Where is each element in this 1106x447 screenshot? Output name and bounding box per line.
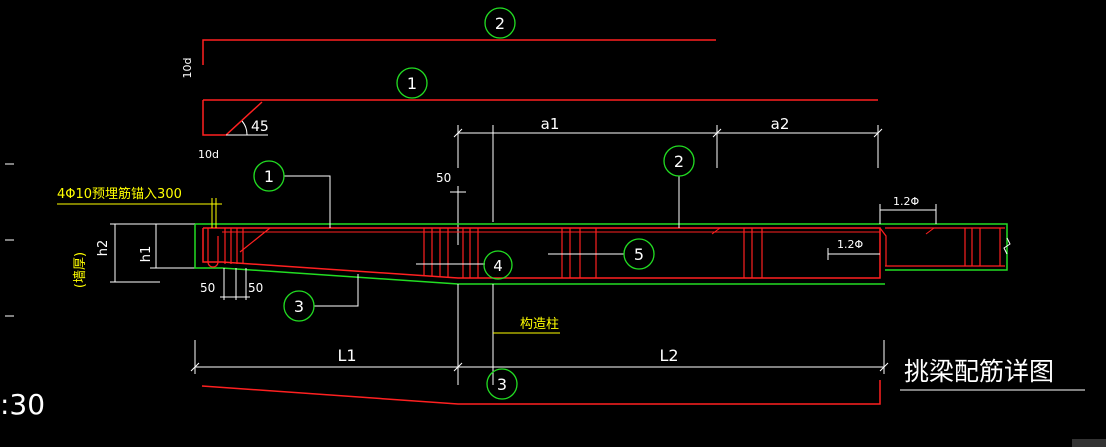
extension-end-hook [879,227,887,266]
bar3-beam-marker-number: 3 [294,297,304,316]
bar1-hook [202,100,263,136]
corner-indicator [1072,439,1106,447]
beam-body [194,198,1011,285]
extension-stirrups [964,228,1001,266]
dim-L1-label: L1 [337,346,356,365]
bottom-dimension-L [190,340,889,374]
bend-angle-arc [241,120,248,136]
embedded-bars-label: 4Φ10预埋筋锚入300 [57,186,182,202]
embedded-u-bar-1 [207,228,219,268]
beam-hook-diag-right [711,227,721,235]
beam-hook-diag [239,227,271,253]
construction-column-label: 构造柱 [520,317,559,332]
dim-50-top [450,186,466,245]
left-edge-ticks [5,163,14,317]
bar1-beam-marker-number: 1 [264,167,274,186]
bar1-detail: 45 10d 1 [198,67,878,161]
dim-a1-label: a1 [541,115,560,133]
stirrups-group-5 [561,228,763,278]
break-mark [1003,237,1011,255]
drawing-title: 挑梁配筋详图 [904,357,1054,386]
wall-thickness-label: (墙厚) [73,252,88,288]
dim-50-top-label: 50 [436,171,451,185]
bar2-shape [202,39,716,65]
extension-diag [925,227,935,235]
spacing-top-label: 1.2Φ [893,195,919,208]
spacing-mid-dim [827,248,880,260]
dim-50-bottom [220,268,250,300]
dim-a2-label: a2 [771,115,790,133]
top-dimension-a [453,125,883,222]
height-dimensions [110,223,195,283]
left-stirrups [224,228,244,264]
dim-50-left-label: 50 [200,281,215,295]
h2-label: h2 [96,240,111,257]
concrete-outline-left [194,224,885,285]
bend-angle-label: 45 [251,119,269,135]
bar3-bottom-marker-circle [486,368,518,400]
spacing-top-dim [879,204,937,224]
dim-L2-label: L2 [659,346,678,365]
bar3-beam-marker-circle [283,290,315,322]
bar3-bottom-marker-number: 3 [497,375,507,394]
bar1-top-marker-circle [396,67,428,99]
bar1-beam-marker-circle [253,160,285,192]
stirrup5-marker-circle [623,238,655,270]
spacing-mid-label: 1.2Φ [837,238,863,251]
stirrup4-marker-circle [483,250,513,280]
hook-length-bottom-label: 10d [198,148,219,161]
stirrup4-marker-number: 4 [493,257,503,275]
stirrups-group-4 [423,228,479,278]
bar3-detail: 3 [201,368,881,405]
bar2-beam-marker-circle [663,145,695,177]
bar2-top-marker-number: 2 [495,14,505,33]
bar2-top-marker-circle [484,7,516,39]
bar1-top-marker-number: 1 [407,74,417,93]
dim-50-right-label: 50 [248,281,263,295]
bar2-beam-marker-number: 2 [674,152,684,171]
bar3-shape [201,380,881,405]
column-lines [457,284,494,385]
concrete-outline-top [195,223,1008,271]
hook-length-top-label: 10d [181,58,194,79]
bar2-detail: 2 10d [181,7,716,79]
scale-text: :30 [0,388,45,421]
stirrup5-marker-number: 5 [634,245,644,264]
h1-label: h1 [139,246,154,263]
